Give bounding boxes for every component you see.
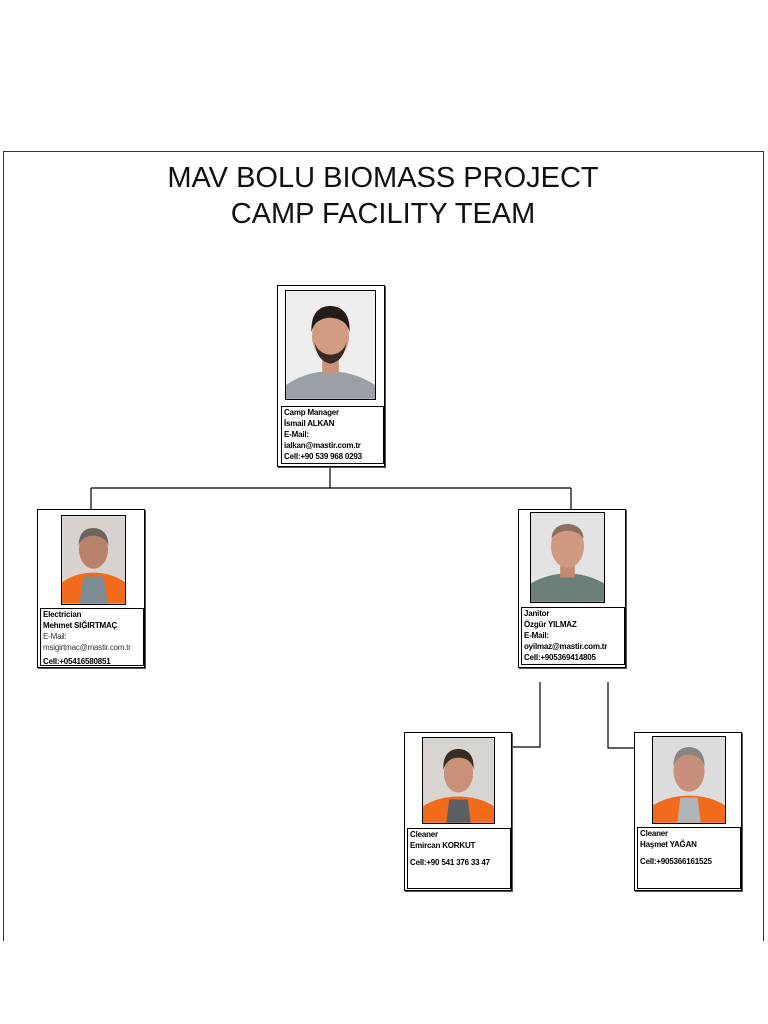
info-janitor: Janitor Özgür YILMAZ E-Mail: oyilmaz@mas… <box>521 607 625 665</box>
cell-value: Cell:+905366161525 <box>640 857 712 866</box>
info-electrician: Electrician Mehmet SIĞIRTMAÇ E-Mail: msi… <box>40 608 144 666</box>
cell-value: Cell:+90 539 968 0293 <box>284 452 362 461</box>
photo-janitor <box>530 512 605 603</box>
name-label: İsmail ALKAN <box>284 419 335 428</box>
role-label: Janitor <box>524 609 550 618</box>
person-photo-icon <box>531 513 604 602</box>
email-value: msigirtmac@mastir.com.tr <box>43 643 131 652</box>
role-label: Electrician <box>43 610 82 619</box>
connector-to-cleaner2 <box>607 682 634 749</box>
cell-value: Cell:+05416580851 <box>43 657 111 666</box>
email-value: ialkan@mastir.com.tr <box>284 441 361 450</box>
person-photo-icon <box>423 738 494 823</box>
card-electrician: Electrician Mehmet SIĞIRTMAÇ E-Mail: msi… <box>37 509 145 668</box>
cell-value: Cell:+905369414805 <box>524 653 596 662</box>
card-cleaner-1: Cleaner Emircan KORKUT Cell:+90 541 376 … <box>404 732 512 891</box>
chart-title: MAV BOLU BIOMASS PROJECT CAMP FACILITY T… <box>0 160 766 232</box>
photo-camp-manager <box>285 290 376 400</box>
email-label: E-Mail: <box>43 632 67 641</box>
info-cleaner-2: Cleaner Haşmet YAĞAN Cell:+905366161525 <box>637 827 741 889</box>
role-label: Cleaner <box>410 830 438 839</box>
person-photo-icon <box>286 291 375 399</box>
role-label: Cleaner <box>640 829 668 838</box>
photo-electrician <box>61 515 126 605</box>
title-line-2: CAMP FACILITY TEAM <box>230 198 536 230</box>
photo-cleaner-2 <box>652 736 726 824</box>
connector-to-cleaner1 <box>512 682 541 748</box>
email-label: E-Mail: <box>284 430 309 439</box>
cell-value: Cell:+90 541 376 33 47 <box>410 858 490 867</box>
card-camp-manager: Camp Manager İsmail ALKAN E-Mail: ialkan… <box>277 285 385 467</box>
person-photo-icon <box>653 737 725 823</box>
email-label: E-Mail: <box>524 631 549 640</box>
card-janitor: Janitor Özgür YILMAZ E-Mail: oyilmaz@mas… <box>518 509 626 668</box>
name-label: Mehmet SIĞIRTMAÇ <box>43 621 118 630</box>
card-cleaner-2: Cleaner Haşmet YAĞAN Cell:+905366161525 <box>634 732 742 891</box>
name-label: Emircan KORKUT <box>410 841 476 850</box>
name-label: Haşmet YAĞAN <box>640 840 697 849</box>
email-value: oyilmaz@mastir.com.tr <box>524 642 608 651</box>
page-frame <box>3 151 764 941</box>
info-camp-manager: Camp Manager İsmail ALKAN E-Mail: ialkan… <box>281 406 384 464</box>
photo-cleaner-1 <box>422 737 495 824</box>
role-label: Camp Manager <box>284 408 339 417</box>
person-photo-icon <box>62 516 125 604</box>
title-line-1: MAV BOLU BIOMASS PROJECT <box>167 162 599 194</box>
info-cleaner-1: Cleaner Emircan KORKUT Cell:+90 541 376 … <box>407 828 511 889</box>
name-label: Özgür YILMAZ <box>524 620 577 629</box>
